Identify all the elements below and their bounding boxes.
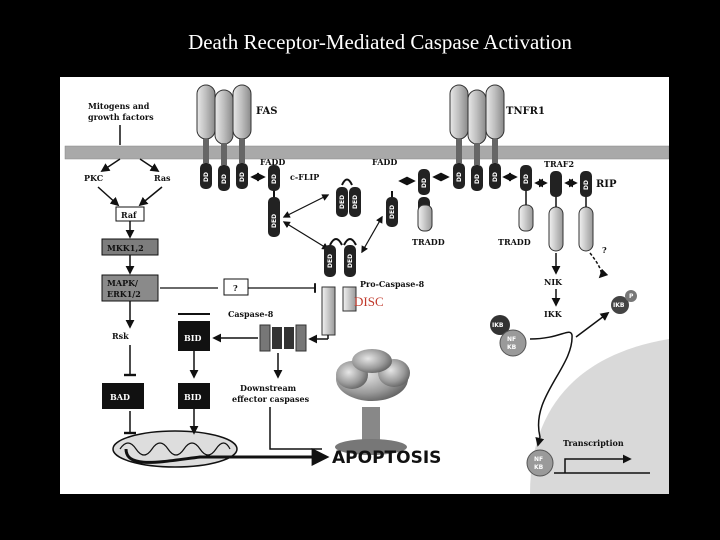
- svg-text:DED: DED: [271, 214, 278, 228]
- tradd-1: DD: [417, 197, 433, 232]
- cell-membrane: [64, 145, 669, 160]
- unknown-box: [223, 278, 249, 296]
- slide-title: Death Receptor-Mediated Caspase Activati…: [188, 30, 572, 54]
- fas-receptor: [196, 84, 252, 165]
- raf-label: Raf: [121, 210, 137, 220]
- downstream-label-2: effector caspases: [232, 394, 310, 404]
- mitogens-label-1: Mitogens and: [88, 101, 150, 111]
- ras-label: Ras: [154, 173, 171, 183]
- svg-text:NF: NF: [534, 456, 543, 463]
- svg-text:DD: DD: [221, 174, 228, 184]
- ikb-phospho: IKB P: [611, 290, 637, 314]
- ded-chain-left: DED: [268, 205, 280, 237]
- traf2: [548, 171, 564, 252]
- procaspase8: DED DED: [321, 238, 357, 336]
- fadd-left-label: FADD: [260, 157, 285, 167]
- svg-text:DED: DED: [389, 205, 396, 219]
- tnfr1-dd-domains: DD DD DD: [453, 163, 501, 191]
- transcription-label: Transcription: [563, 438, 624, 448]
- bid-bottom-box: [178, 383, 210, 409]
- bad-box: [102, 383, 144, 409]
- svg-text:DD: DD: [421, 178, 428, 188]
- mapk-box: [101, 274, 159, 302]
- svg-text:DD: DD: [583, 180, 590, 190]
- caspase8-active: [259, 324, 307, 352]
- svg-text:DD: DD: [456, 172, 463, 182]
- downstream-label-1: Downstream: [240, 383, 297, 393]
- caspase8-label: Caspase-8: [228, 309, 274, 319]
- rip-label: RIP: [596, 179, 617, 190]
- cflip-label: c-FLIP: [290, 172, 319, 182]
- mitogens-label-2: growth factors: [88, 112, 154, 122]
- svg-text:DD: DD: [271, 174, 278, 184]
- fas-dd-domains: DD DD DD: [200, 163, 248, 191]
- apoptosis-cloud-icon: [335, 349, 410, 455]
- tnfr1-label: TNFR1: [506, 106, 545, 117]
- mapk-label-1: MAPK/: [107, 278, 138, 288]
- nik-label: NIK: [544, 277, 563, 287]
- svg-text:DED: DED: [347, 254, 354, 268]
- ikb-nfkb-complex: IKB NF KB: [490, 315, 527, 357]
- ikk-label: IKK: [544, 309, 563, 319]
- fas-label: FAS: [256, 106, 278, 117]
- rsk-label: Rsk: [112, 331, 129, 341]
- pathway-diagram: FAS TNFR1 DD DD DD: [60, 77, 669, 494]
- nfkb-nuclear: NF KB: [526, 449, 554, 477]
- disc-label: DISC: [354, 294, 384, 309]
- svg-text:DD: DD: [239, 172, 246, 182]
- svg-text:IKB: IKB: [613, 302, 625, 309]
- svg-text:DD: DD: [523, 174, 530, 184]
- bad-label: BAD: [110, 392, 130, 402]
- svg-text:KB: KB: [534, 464, 544, 471]
- svg-text:IKB: IKB: [492, 322, 504, 329]
- fadd-right-label: FADD: [372, 157, 397, 167]
- svg-text:DED: DED: [352, 195, 359, 209]
- bid-bottom-label: BID: [184, 392, 202, 402]
- nucleus-region: [530, 339, 669, 494]
- svg-text:P: P: [629, 293, 634, 300]
- procaspase8-label: Pro-Caspase-8: [360, 279, 425, 289]
- fadd-right: DED DD: [386, 169, 430, 227]
- rip: DD: [578, 171, 594, 252]
- tradd-2-label: TRADD: [498, 237, 531, 247]
- svg-text:DED: DED: [327, 254, 334, 268]
- tnfr1-receptor: [449, 84, 505, 165]
- bid-top-label: BID: [184, 333, 202, 343]
- tradd-1-label: TRADD: [412, 237, 445, 247]
- svg-text:DD: DD: [492, 172, 499, 182]
- pkc-label: PKC: [84, 173, 103, 183]
- svg-text:KB: KB: [507, 344, 517, 351]
- rip-unknown-label: ?: [602, 245, 607, 255]
- tradd-2: DD: [518, 165, 534, 232]
- apoptosis-label: APOPTOSIS: [332, 448, 441, 468]
- traf2-label: TRAF2: [544, 159, 574, 169]
- unknown-left-label: ?: [233, 283, 238, 293]
- mapk-label-2: ERK1/2: [107, 289, 141, 299]
- mkk-label: MKK1,2: [107, 243, 144, 253]
- svg-text:DED: DED: [339, 195, 346, 209]
- svg-text:DD: DD: [474, 174, 481, 184]
- svg-text:DD: DD: [203, 172, 210, 182]
- svg-text:NF: NF: [507, 336, 516, 343]
- cflip: DED DED: [336, 178, 361, 217]
